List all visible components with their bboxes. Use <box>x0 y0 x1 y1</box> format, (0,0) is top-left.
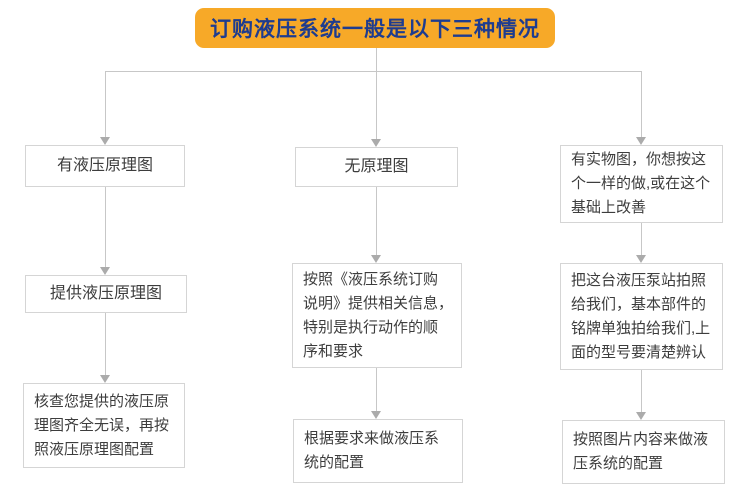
connector-col3-2 <box>641 370 642 412</box>
connector-col2-1 <box>376 187 377 255</box>
flow-box-col1-step2: 提供液压原理图 <box>25 275 187 313</box>
flow-box-col2-step2: 按照《液压系统订购 说明》提供相关信息， 特别是执行动作的顺 序和要求 <box>292 263 462 368</box>
arrow-down-icon <box>100 375 110 383</box>
connector-branch-hline <box>105 71 642 72</box>
title-banner: 订购液压系统一般是以下三种情况 <box>195 8 555 48</box>
arrow-down-icon <box>371 255 381 263</box>
connector-drop-right <box>641 71 642 137</box>
arrow-down-icon <box>100 137 110 145</box>
connector-col2-2 <box>376 368 377 411</box>
arrow-down-icon <box>371 411 381 419</box>
flow-box-col3-step3: 按照图片内容来做液 压系统的配置 <box>562 420 725 484</box>
flow-box-col1-step1: 有液压原理图 <box>25 145 185 187</box>
flow-box-col2-step3: 根据要求来做液压系 统的配置 <box>293 419 463 483</box>
arrow-down-icon <box>636 255 646 263</box>
arrow-down-icon <box>636 412 646 420</box>
connector-drop-middle <box>376 71 377 139</box>
connector-col1-1 <box>105 187 106 267</box>
flow-box-col1-step3: 核查您提供的液压原 理图齐全无误，再按 照液压原理图配置 <box>23 383 185 468</box>
connector-drop-left <box>105 71 106 137</box>
flow-box-col3-step2: 把这台液压泵站拍照 给我们，基本部件的 铭牌单独拍给我们,上 面的型号要清楚辨认 <box>560 263 723 370</box>
connector-col1-2 <box>105 313 106 375</box>
flow-box-col2-step1: 无原理图 <box>295 147 458 187</box>
connector-col3-1 <box>641 223 642 255</box>
arrow-down-icon <box>100 267 110 275</box>
connector-title-stem <box>376 48 377 71</box>
arrow-down-icon <box>636 137 646 145</box>
flow-box-col3-step1: 有实物图，你想按这 个一样的做,或在这个 基础上改善 <box>560 145 723 223</box>
arrow-down-icon <box>371 139 381 147</box>
